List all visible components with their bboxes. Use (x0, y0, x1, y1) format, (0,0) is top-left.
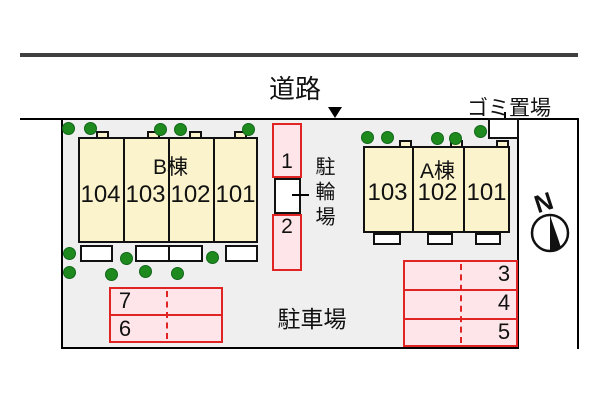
porch-step (225, 245, 258, 262)
parking-space-number: 5 (497, 319, 511, 344)
building-a (363, 146, 510, 233)
road-label: 道路 (268, 74, 321, 104)
parking-right-block (403, 260, 518, 347)
tree-icon (474, 125, 487, 138)
entrance-notch (496, 140, 509, 148)
bicycle-pointer (292, 194, 309, 196)
porch-step (168, 245, 203, 262)
unit-divider (213, 139, 215, 241)
room-cell-a: 102 (417, 179, 458, 206)
stall-dashed-line (460, 264, 462, 343)
bicycle-space-1 (272, 123, 302, 178)
bicycle-space-number: 1 (281, 150, 293, 173)
tree-icon (84, 122, 97, 135)
porch-step (373, 233, 401, 245)
tree-icon (431, 132, 444, 145)
unit-divider (463, 148, 465, 231)
bicycle-space-number: 2 (281, 215, 293, 238)
parking-space-number: 3 (497, 261, 511, 286)
bicycle-box (274, 178, 301, 214)
unit-divider (123, 139, 125, 241)
unit-divider (168, 139, 170, 241)
bicycle-label: 駐輪場 (312, 156, 334, 231)
garbage-box (488, 118, 519, 139)
porch-step (427, 233, 453, 245)
tree-icon (361, 131, 374, 144)
parking-space-number: 4 (497, 290, 511, 315)
tree-icon (139, 265, 152, 278)
compass-icon (530, 213, 570, 253)
stall-dashed-line (166, 291, 168, 339)
tree-icon (449, 132, 462, 145)
garbage-pointer (504, 112, 506, 123)
tree-icon (120, 252, 133, 265)
bicycle-space-2 (272, 214, 302, 271)
tree-icon (63, 266, 76, 279)
room-cell-b: 102 (170, 181, 211, 208)
tree-icon (105, 268, 118, 281)
porch-step (80, 245, 113, 262)
room-cell-b: 101 (215, 181, 256, 208)
room-cell-a: 101 (466, 179, 507, 206)
building-b (78, 137, 258, 243)
parking-space-number: 7 (118, 288, 132, 313)
porch-step (135, 245, 170, 262)
entrance-notch (96, 131, 109, 139)
tree-icon (62, 122, 75, 135)
room-cell-b: 104 (80, 181, 121, 208)
building-a-label: A棟 (419, 160, 455, 183)
east-boundary-line (577, 118, 579, 349)
entrance-notch (399, 140, 412, 148)
entrance-marker-icon (328, 107, 342, 118)
road-line-outer (20, 53, 578, 57)
tree-icon (171, 267, 184, 280)
tree-icon (63, 247, 76, 260)
garbage-label: ゴミ置場 (467, 97, 551, 120)
room-cell-b: 103 (125, 181, 166, 208)
entrance-notch (189, 131, 202, 139)
parking-left-block (109, 287, 223, 343)
room-cell-a: 103 (367, 179, 408, 206)
unit-divider (412, 148, 414, 231)
porch-step (475, 233, 501, 245)
tree-icon (154, 123, 167, 136)
tree-icon (381, 131, 394, 144)
tree-icon (242, 123, 255, 136)
tree-icon (174, 123, 187, 136)
parking-space-number: 6 (118, 316, 132, 341)
tree-icon (206, 251, 219, 264)
parking-label: 駐車場 (277, 306, 347, 332)
building-b-label: B棟 (152, 156, 188, 179)
